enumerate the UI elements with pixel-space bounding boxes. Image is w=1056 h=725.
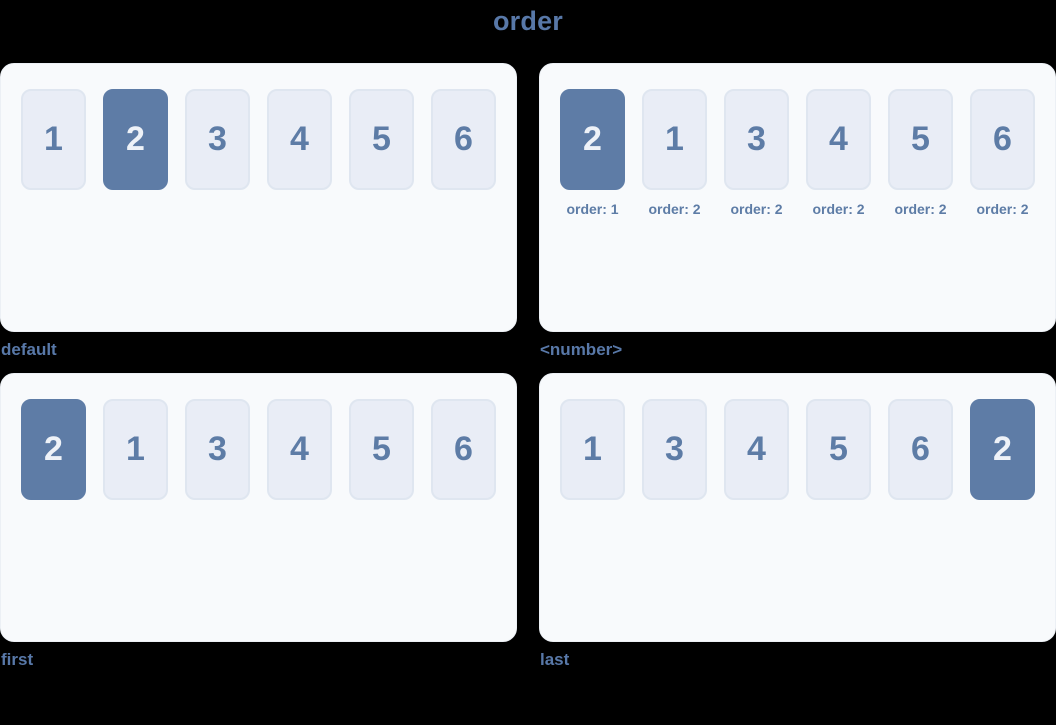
order-value-caption: order: 1 (566, 201, 619, 217)
flex-item-column: 2 order: 1 (560, 89, 625, 217)
flex-item: 3 (642, 399, 707, 500)
flex-item: 5 (349, 399, 414, 500)
flex-item-column: 5 order: 2 (888, 89, 953, 217)
flex-item-highlighted: 2 (103, 89, 168, 190)
flex-item: 1 (103, 399, 168, 500)
flex-item-column: 4 order: 2 (806, 89, 871, 217)
panel-label-number: <number> (540, 340, 623, 359)
panel-label-first: first (1, 650, 34, 669)
order-value-caption: order: 2 (812, 201, 865, 217)
flex-item-column: 3 (185, 399, 250, 500)
flex-item-column: 1 (103, 399, 168, 500)
flex-item-highlighted: 2 (970, 399, 1035, 500)
flex-item-highlighted: 2 (21, 399, 86, 500)
flex-item: 6 (970, 89, 1035, 190)
panel-label-last: last (540, 650, 570, 669)
flex-item-column: 4 (267, 399, 332, 500)
flex-item: 4 (806, 89, 871, 190)
flex-item: 1 (560, 399, 625, 500)
flex-item-column: 6 (431, 89, 496, 190)
flex-item: 3 (185, 89, 250, 190)
order-value-caption: order: 2 (894, 201, 947, 217)
order-value-caption: order: 2 (976, 201, 1029, 217)
flex-item-highlighted: 2 (560, 89, 625, 190)
flex-item-column: 3 (185, 89, 250, 190)
flex-item-column: 2 (970, 399, 1035, 500)
flex-item-column: 1 order: 2 (642, 89, 707, 217)
order-value-caption: order: 2 (648, 201, 701, 217)
flex-item: 4 (724, 399, 789, 500)
flex-item-column: 4 (724, 399, 789, 500)
flex-item: 5 (806, 399, 871, 500)
flex-item: 3 (724, 89, 789, 190)
flex-item-column: 5 (349, 89, 414, 190)
flex-item-column: 1 (560, 399, 625, 500)
flex-item: 6 (431, 89, 496, 190)
flex-item: 1 (21, 89, 86, 190)
flex-item-column: 6 (888, 399, 953, 500)
flex-item-column: 2 (103, 89, 168, 190)
panel-label-default: default (1, 340, 57, 359)
flex-item: 4 (267, 89, 332, 190)
flex-item: 5 (888, 89, 953, 190)
flex-item: 5 (349, 89, 414, 190)
flex-item: 4 (267, 399, 332, 500)
flex-item: 6 (888, 399, 953, 500)
panel-number: 2 order: 1 1 order: 2 3 order: 2 4 order: 2 5 ord… (539, 63, 1056, 332)
order-value-caption: order: 2 (730, 201, 783, 217)
flex-item: 3 (185, 399, 250, 500)
page-title: order (492, 6, 564, 36)
demo-cell-number: 2 order: 1 1 order: 2 3 order: 2 4 order: 2 5 ord… (539, 63, 1056, 373)
flex-item-column: 5 (349, 399, 414, 500)
flex-item-column: 6 (431, 399, 496, 500)
flex-item-column: 2 (21, 399, 86, 500)
flex-item-column: 4 (267, 89, 332, 190)
flex-item-column: 3 (642, 399, 707, 500)
flex-item: 6 (431, 399, 496, 500)
flex-item: 1 (642, 89, 707, 190)
flex-item-column: 6 order: 2 (970, 89, 1035, 217)
flex-item-column: 1 (21, 89, 86, 190)
flex-item-column: 5 (806, 399, 871, 500)
flex-item-column: 3 order: 2 (724, 89, 789, 217)
